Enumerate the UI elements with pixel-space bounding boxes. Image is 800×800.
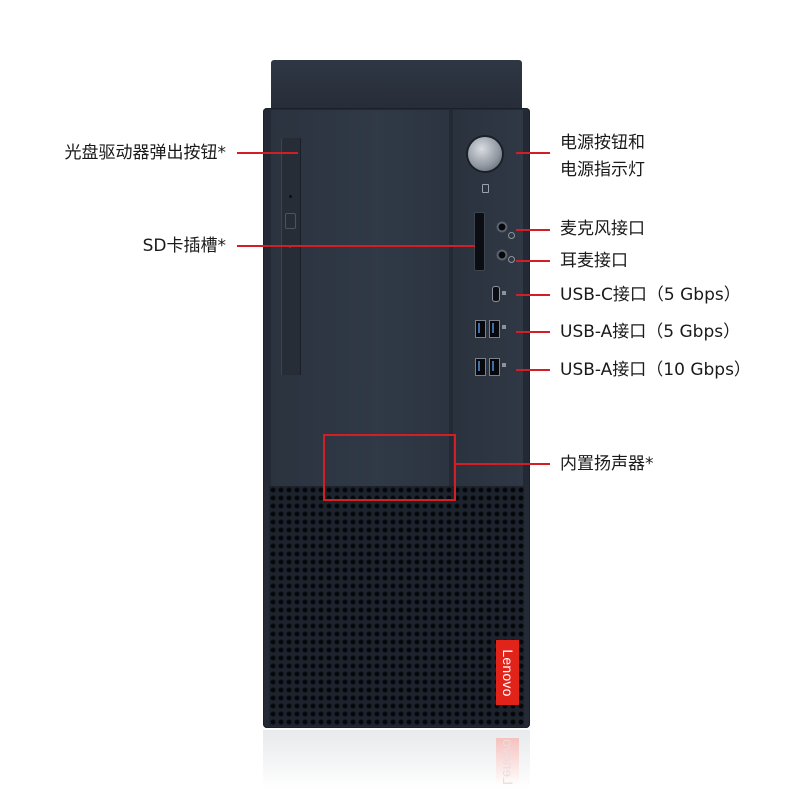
lenovo-logo-reflection: Lenovo bbox=[496, 738, 519, 786]
label-odd-eject: 光盘驱动器弹出按钮* bbox=[64, 143, 227, 163]
lenovo-logo-reflection-text: Lenovo bbox=[499, 739, 516, 785]
callout-line-speaker bbox=[456, 463, 550, 465]
label-sd-slot: SD卡插槽* bbox=[142, 236, 226, 256]
label-mic: 麦克风接口 bbox=[560, 219, 645, 239]
front-panel-io-column bbox=[453, 110, 523, 488]
tower-top-panel bbox=[271, 60, 522, 110]
label-usb-a-5: USB-A接口（5 Gbps） bbox=[560, 322, 741, 342]
microphone-icon bbox=[508, 232, 515, 239]
callout-line-usb-c bbox=[516, 294, 550, 296]
lenovo-logo-text: Lenovo bbox=[499, 648, 516, 697]
microphone-jack[interactable] bbox=[496, 221, 508, 233]
tower-reflection bbox=[263, 730, 530, 800]
callout-line-sd-slot bbox=[237, 245, 475, 247]
usb-a-port-icon bbox=[502, 363, 506, 367]
usb-a-port-5gbps-2[interactable] bbox=[489, 320, 500, 338]
label-power-line1: 电源按钮和 bbox=[560, 133, 645, 153]
label-headphone: 耳麦接口 bbox=[560, 251, 628, 271]
optical-drive-led bbox=[289, 246, 291, 248]
power-icon[interactable] bbox=[468, 137, 502, 171]
usb-c-port-icon bbox=[502, 291, 506, 295]
speaker-highlight-box bbox=[323, 434, 456, 501]
callout-line-usb-a-10 bbox=[516, 369, 550, 371]
label-usb-a-10: USB-A接口（10 Gbps） bbox=[560, 360, 751, 380]
usb-a-port-5gbps-1[interactable] bbox=[475, 320, 486, 338]
power-led-icon bbox=[482, 184, 489, 193]
sd-card-slot[interactable] bbox=[475, 213, 484, 270]
lenovo-logo: Lenovo bbox=[496, 640, 519, 705]
label-usb-c: USB-C接口（5 Gbps） bbox=[560, 285, 741, 305]
callout-line-usb-a-5 bbox=[516, 331, 550, 333]
label-power-line2: 电源指示灯 bbox=[560, 160, 645, 180]
callout-line-power bbox=[516, 152, 550, 154]
callout-line-headphone bbox=[516, 260, 550, 262]
usb-c-port[interactable] bbox=[492, 286, 500, 302]
label-speaker: 内置扬声器* bbox=[560, 454, 654, 474]
headphone-icon bbox=[508, 256, 515, 263]
callout-line-odd-eject bbox=[237, 152, 298, 154]
usb-a-port-10gbps-1[interactable] bbox=[475, 358, 486, 376]
optical-drive-eject-button[interactable] bbox=[285, 213, 296, 229]
headphone-jack[interactable] bbox=[496, 249, 508, 261]
optical-drive-pinhole bbox=[289, 195, 292, 198]
callout-line-mic bbox=[516, 229, 550, 231]
front-mesh-grille bbox=[269, 486, 524, 726]
usb-a-port-10gbps-2[interactable] bbox=[489, 358, 500, 376]
optical-drive-slot bbox=[281, 138, 301, 375]
usb-a-port-icon bbox=[502, 325, 506, 329]
